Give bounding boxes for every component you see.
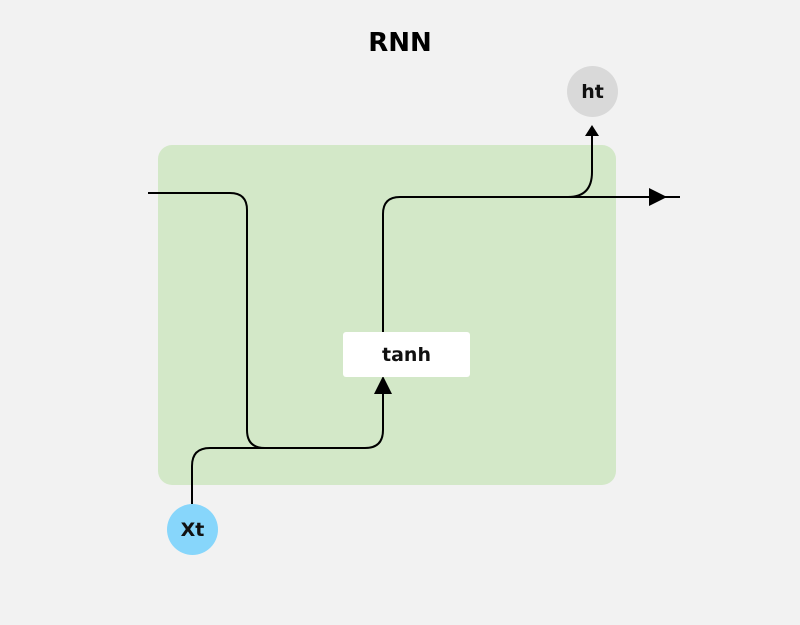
tanh-input-arrowhead: [374, 376, 392, 394]
tanh-output-wire: [382, 196, 680, 332]
input-node-label: Xt: [180, 518, 205, 541]
hidden-state-output-arrowhead: [649, 188, 667, 206]
output-node-label: ht: [581, 80, 604, 103]
input-node-xt: Xt: [167, 504, 218, 555]
diagram-title: RNN: [368, 28, 432, 58]
tanh-gate: tanh: [343, 332, 470, 377]
output-branch-wire: [567, 134, 593, 198]
output-node-ht: ht: [567, 66, 618, 117]
hidden-state-input-wire: [148, 192, 320, 449]
input-wire: [191, 388, 384, 504]
ht-arrowhead: [585, 125, 599, 136]
